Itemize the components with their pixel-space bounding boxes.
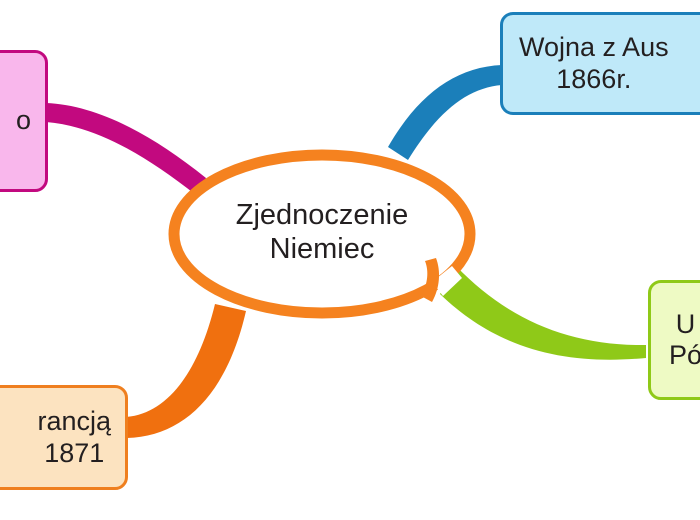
node-branch-blue[interactable]: Wojna z Aus 1866r.: [500, 12, 700, 115]
node-branch-green-label: U Pó: [669, 308, 700, 370]
node-center-label: Zjednoczenie Niemiec: [235, 199, 409, 265]
connector-blue: [388, 65, 502, 160]
node-branch-green[interactable]: U Pó: [648, 280, 700, 400]
node-branch-orange[interactable]: rancją 1871: [0, 385, 128, 490]
node-branch-orange-label: rancją 1871: [37, 406, 111, 468]
node-branch-pink-label: o: [15, 105, 31, 136]
node-branch-blue-label: Wojna z Aus 1866r.: [519, 32, 669, 94]
connector-orange: [126, 304, 246, 438]
node-center[interactable]: Zjednoczenie Niemiec: [172, 152, 472, 316]
node-branch-pink[interactable]: o: [0, 50, 48, 192]
